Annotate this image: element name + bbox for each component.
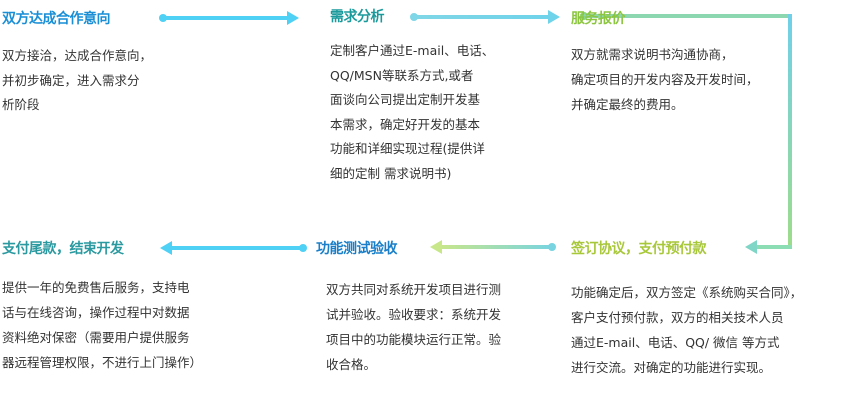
text-line: 定制客户通过E-mail、电话、 [330,43,495,58]
step1-title: 双方达成合作意向 [2,11,111,27]
step2-title: 需求分析 [330,9,385,25]
step2-description: 定制客户通过E-mail、电话、 QQ/MSN等联系方式,或者 面谈向公司提出定… [330,39,494,186]
text-line: 项目中的功能模块运行正常。验 [326,332,502,347]
arrow-step1-to-step2 [159,11,299,25]
step3-description: 双方就需求说明书沟通协商， 确定项目的开发内容及开发时间， 并确定最终的费用。 [571,42,759,117]
text-line: 提供一年的免费售后服务，支持电 [2,280,190,295]
step3-title: 服务报价 [571,11,626,27]
step6-title: 支付尾款，结束开发 [2,241,124,257]
text-line: 通过E-mail、电话、QQ/ 微信 等方式 [571,335,780,350]
text-line: 双方共同对系统开发项目进行测 [326,282,502,297]
arrow-step3-to-step4 [580,12,792,254]
text-line: 功能确定后，双方签定《系统购买合同》， [571,285,803,300]
text-line: 试并验收。验收要求：系统开发 [326,307,502,322]
text-line: 话与在线咨询，操作过程中对数据 [2,305,190,320]
text-line: 析阶段 [2,97,40,112]
arrow-step4-to-step5 [430,240,556,254]
step4-description: 功能确定后，双方签定《系统购买合同》， 客户支付预付款，双方的相关技术人员 通过… [571,280,802,380]
step1-description: 双方接洽，达成合作意向， 并初步确定，进入需求分 析阶段 [2,44,152,118]
text-line: QQ/MSN等联系方式,或者 [330,67,474,83]
step6-description: 提供一年的免费售后服务，支持电 话与在线咨询，操作过程中对数据 资料绝对保密（需… [2,275,202,375]
arrow-step5-to-step6 [160,241,307,255]
text-line: 本需求，确定好开发的基本 [330,116,481,132]
text-line: 资料绝对保密（需要用户提供服务 [2,330,190,345]
text-line: 双方接洽，达成合作意向， [2,48,153,63]
text-line: 面谈向公司提出定制开发基 [330,92,481,107]
text-line: 并初步确定，进入需求分 [2,72,140,88]
step5-title: 功能测试验收 [316,241,398,257]
arrow-step2-to-step3 [410,10,560,24]
text-line: 客户支付预付款，双方的相关技术人员 [571,310,784,325]
text-line: 细的定制 需求说明书) [330,165,452,181]
step4-title: 签订协议，支付预付款 [571,241,707,257]
text-line: 双方就需求说明书沟通协商， [571,47,734,62]
text-line: 确定项目的开发内容及开发时间， [571,72,759,87]
text-line: 并确定最终的费用。 [571,97,684,112]
text-line: 进行交流。对确定的功能进行实现。 [571,360,772,375]
text-line: 收合格。 [326,357,377,372]
step5-description: 双方共同对系统开发项目进行测 试并验收。验收要求：系统开发 项目中的功能模块运行… [326,277,501,377]
text-line: 功能和详细实现过程(提供详 [330,141,485,156]
text-line: 器远程管理权限，不进行上门操作） [2,355,203,370]
